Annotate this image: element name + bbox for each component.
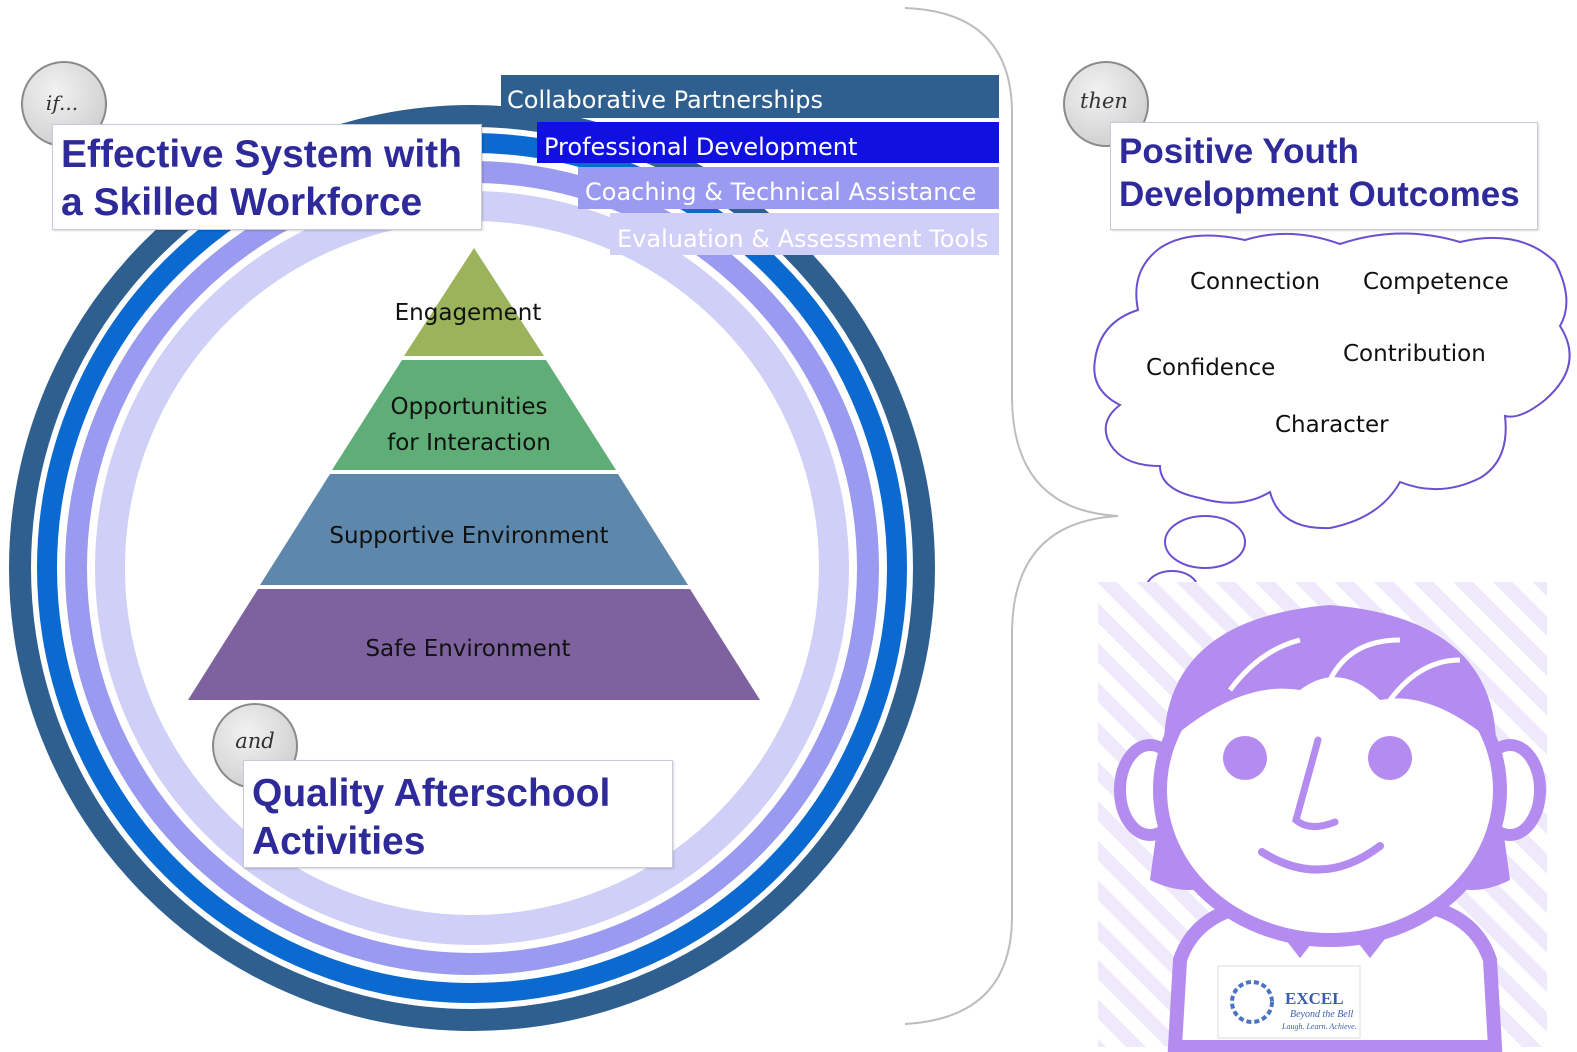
excel-logo: EXCEL Beyond the Bell Laugh. Learn. Achi…	[1217, 965, 1361, 1039]
banner-evaluation-bg	[610, 213, 999, 255]
left-title-line2: a Skilled Workforce	[61, 180, 423, 224]
banner-professional-label: Professional Development	[544, 133, 857, 161]
youth-figure-illustration	[1098, 582, 1547, 1052]
figure-eye-right	[1368, 736, 1412, 780]
badge-if-text: if...	[46, 91, 78, 115]
pyramid-label-opportunities-2: for Interaction	[387, 430, 551, 456]
pyramid-level-safe	[188, 589, 760, 700]
banner-collaborative-bg	[501, 75, 999, 118]
pyramid: Engagement Opportunities for Interaction…	[188, 248, 760, 700]
logo-sun-icon	[1230, 980, 1274, 1024]
banner-coaching-label: Coaching & Technical Assistance	[585, 178, 976, 206]
cloud-bubble-large	[1164, 515, 1246, 569]
logo-name: EXCEL	[1285, 989, 1344, 1008]
figure-nose	[1292, 736, 1339, 830]
curly-brace	[904, 7, 1119, 1025]
cloud-shape	[1093, 232, 1571, 530]
outcome-character: Character	[1275, 412, 1389, 438]
bottom-title-line2: Activities	[252, 819, 426, 863]
figure-hair-strands	[1228, 637, 1461, 702]
outcome-contribution: Contribution	[1343, 341, 1486, 367]
banner-evaluation-label: Evaluation & Assessment Tools	[617, 225, 988, 253]
logo-line2: Beyond the Bell	[1290, 1009, 1354, 1020]
ring-outer	[9, 105, 935, 1031]
banner-collaborative-label: Collaborative Partnerships	[507, 86, 823, 114]
bottom-title-line1: Quality Afterschool	[252, 772, 611, 815]
logo-tagline: Laugh. Learn. Achieve.	[1281, 1022, 1357, 1031]
left-title-line1: Effective System with	[61, 133, 462, 176]
pyramid-label-engagement: Engagement	[395, 300, 542, 326]
right-title-line1: Positive Youth	[1119, 132, 1359, 171]
badge-and-text: and	[235, 729, 275, 753]
right-title-box: Positive Youth Development Outcomes	[1110, 122, 1538, 230]
left-title-box: Effective System with a Skilled Workforc…	[52, 124, 482, 230]
thought-cloud: Connection Competence Confidence Contrib…	[1093, 232, 1571, 625]
figure-mouth	[1258, 842, 1384, 874]
pyramid-level-supportive	[260, 474, 688, 585]
pyramid-label-supportive: Supportive Environment	[329, 523, 608, 549]
outcome-connection: Connection	[1190, 269, 1320, 295]
outcome-competence: Competence	[1363, 269, 1509, 295]
banner-stack: Collaborative Partnerships Professional …	[501, 75, 999, 255]
banner-professional-bg	[537, 122, 999, 163]
badge-then-text: then	[1080, 89, 1128, 113]
pyramid-label-safe: Safe Environment	[365, 636, 570, 662]
outcome-confidence: Confidence	[1146, 355, 1275, 381]
figure-eye-left	[1223, 736, 1267, 780]
logo-background	[1217, 965, 1361, 1039]
pyramid-label-opportunities-1: Opportunities	[391, 394, 548, 420]
pyramid-level-engagement	[404, 248, 544, 356]
banner-coaching-bg	[578, 167, 999, 209]
pyramid-level-opportunities	[332, 360, 616, 470]
bottom-title-box: Quality Afterschool Activities	[243, 760, 673, 868]
right-title-line2: Development Outcomes	[1119, 174, 1520, 214]
